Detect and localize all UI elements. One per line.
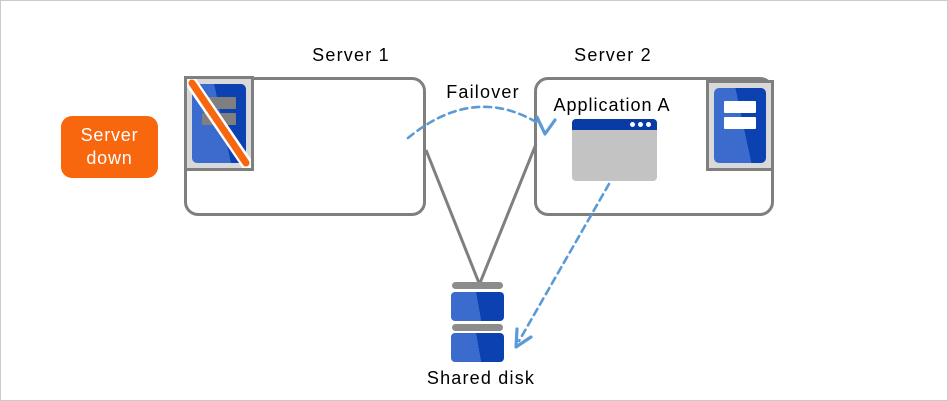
- server2-tower-icon: [714, 88, 766, 163]
- titlebar-dot-icon: [646, 122, 651, 127]
- disk-cap: [452, 324, 503, 331]
- disk-platter: [451, 333, 504, 362]
- titlebar-dot-icon: [630, 122, 635, 127]
- server2-label: Server 2: [574, 45, 652, 65]
- badge-line1: Server: [80, 125, 139, 145]
- titlebar-dot-icon: [638, 122, 643, 127]
- failover-label: Failover: [446, 82, 520, 102]
- server-stripe: [723, 101, 757, 113]
- badge-line2: down: [86, 148, 133, 168]
- server2-icon: [706, 80, 774, 171]
- connector-server1-to-disk: [424, 149, 481, 284]
- shared-disk-label: Shared disk: [426, 368, 536, 388]
- server-down-slash-icon: [187, 79, 251, 168]
- server-down-badge: Server down: [61, 116, 158, 178]
- server1-icon: [184, 76, 254, 171]
- application-label: Application A: [553, 95, 671, 115]
- disk-cap: [452, 282, 503, 289]
- server-stripe: [723, 117, 757, 129]
- server1-label: Server 1: [312, 45, 390, 65]
- shared-disk-icon: [451, 282, 504, 362]
- failover-arrow: [406, 105, 543, 140]
- app-titlebar: [572, 119, 657, 130]
- application-arrowhead-icon: [514, 327, 533, 349]
- disk-platter: [451, 292, 504, 321]
- application-window-icon: [572, 119, 657, 181]
- connector-server2-to-disk: [478, 143, 538, 284]
